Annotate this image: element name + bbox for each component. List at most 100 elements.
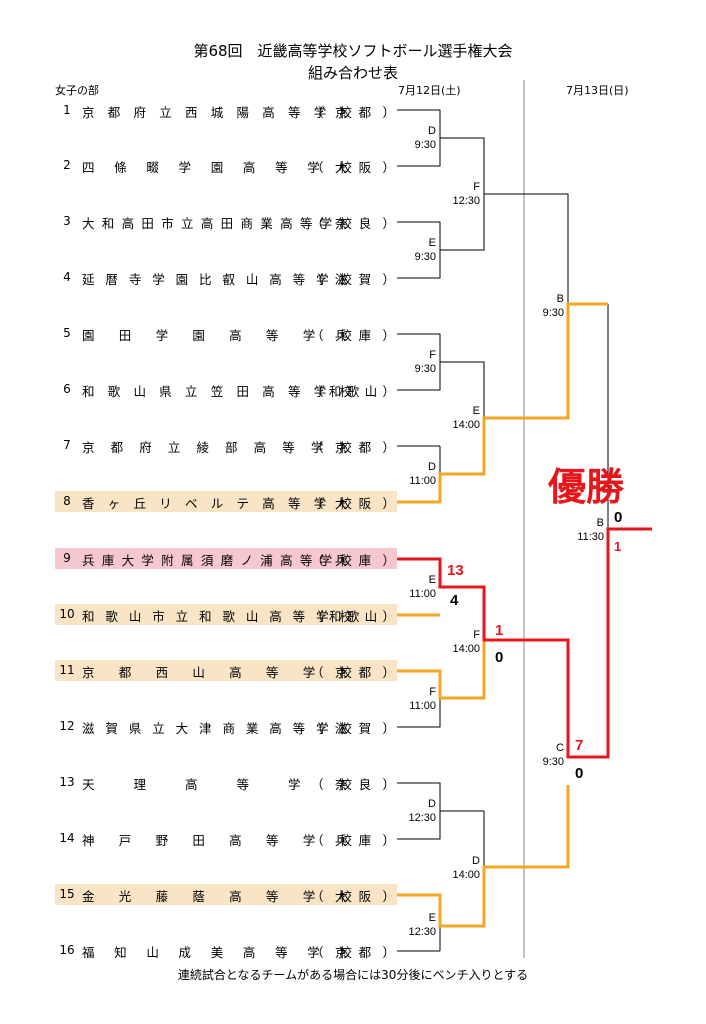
match-court: F — [429, 349, 436, 361]
day2-label: 7月13日(日) — [566, 84, 629, 97]
score: 0 — [575, 765, 583, 782]
team-number: 2 — [63, 158, 71, 172]
team-name: 京都府立綾部高等学校 — [82, 440, 352, 455]
team-name: 四條畷学園高等学校 — [82, 160, 352, 175]
team-number: 10 — [59, 607, 75, 621]
advance-lines — [397, 302, 608, 928]
team-prefecture: （兵庫） — [311, 833, 395, 848]
team-row: 3 大和高田市立高田商業高等学校（奈良） — [55, 211, 397, 232]
team-name: 金光藤蔭高等学校 — [82, 889, 352, 904]
team-name: 兵庫大学附属須磨ノ浦高等学校 — [82, 553, 352, 568]
champion-label: 優勝 — [547, 465, 625, 509]
match-labels: D 9:30 E 9:30 F 9:30 D 11:00 E 11:00 F 1… — [408, 125, 604, 938]
match-time: 9:30 — [543, 307, 564, 319]
match-time: 9:30 — [415, 139, 436, 151]
day1-label: 7月12日(土) — [398, 84, 461, 97]
match-court: D — [428, 125, 436, 137]
match-court: B — [597, 517, 604, 529]
team-prefecture: （和歌山） — [311, 609, 395, 624]
team-name: 福知山成美高等学校 — [82, 945, 352, 960]
team-prefecture: （京都） — [311, 945, 395, 960]
team-name: 滋賀県立大津商業高等学校 — [82, 721, 352, 736]
division-label: 女子の部 — [55, 84, 99, 97]
team-prefecture: （奈良） — [311, 216, 395, 231]
score: 13 — [447, 562, 464, 579]
team-name: 神戸野田高等学校 — [82, 833, 352, 848]
footer-note: 連続試合となるチームがある場合には30分後にベンチ入りとする — [177, 968, 529, 982]
match-time: 12:30 — [452, 195, 480, 207]
team-row: 6 和歌山県立笠田高等学校（和歌山） — [55, 379, 397, 400]
team-prefecture: （大阪） — [311, 160, 395, 175]
team-number: 11 — [59, 663, 75, 677]
match-court: C — [556, 742, 564, 754]
team-prefecture: （京都） — [311, 665, 395, 680]
match-time: 14:00 — [452, 419, 480, 431]
match-time: 12:30 — [408, 812, 436, 824]
match-time: 11:00 — [409, 700, 436, 712]
team-number: 9 — [63, 551, 71, 565]
team-number: 4 — [63, 270, 71, 284]
team-name: 和歌山市立和歌山高等学校 — [82, 609, 352, 624]
team-row: 9 兵庫大学附属須磨ノ浦高等学校（兵庫） — [55, 548, 397, 569]
match-time: 14:00 — [452, 643, 480, 655]
team-row: 16 福知山成美高等学校（京都） — [55, 940, 397, 961]
score: 0 — [614, 509, 622, 526]
team-row: 14 神戸野田高等学校（兵庫） — [55, 828, 397, 849]
team-row: 2 四條畷学園高等学校（大阪） — [55, 155, 397, 176]
team-name: 香ヶ丘リベルテ高等学校 — [82, 496, 352, 511]
team-name: 京都西山高等学校 — [82, 665, 352, 680]
team-number: 6 — [63, 382, 71, 396]
match-time: 14:00 — [452, 869, 480, 881]
team-row: 12 滋賀県立大津商業高等学校（滋賀） — [55, 716, 397, 737]
team-prefecture: （京都） — [311, 105, 395, 120]
scores: 13 4 1 0 7 0 0 1 — [447, 509, 622, 782]
match-time: 9:30 — [415, 251, 436, 263]
match-court: F — [429, 686, 436, 698]
team-row: 11 京都西山高等学校（京都） — [55, 660, 397, 681]
match-court: D — [428, 461, 436, 473]
match-time: 11:00 — [409, 588, 436, 600]
team-prefecture: （兵庫） — [311, 553, 395, 568]
team-number: 5 — [63, 326, 71, 340]
team-name: 京都府立西城陽高等学校 — [82, 105, 352, 120]
team-name: 大和高田市立高田商業高等学校 — [82, 216, 352, 231]
team-row: 8 香ヶ丘リベルテ高等学校（大阪） — [55, 491, 397, 512]
team-prefecture: （大阪） — [311, 496, 395, 511]
match-court: E — [473, 405, 480, 417]
page-title: 第68回 近畿高等学校ソフトボール選手権大会 — [193, 42, 513, 60]
match-court: B — [557, 293, 564, 305]
team-number: 12 — [59, 719, 75, 733]
match-court: E — [429, 574, 436, 586]
team-row: 10 和歌山市立和歌山高等学校（和歌山） — [55, 604, 397, 625]
team-number: 13 — [59, 775, 75, 789]
team-prefecture: （滋賀） — [311, 721, 395, 736]
team-number: 7 — [63, 438, 71, 452]
match-court: F — [473, 629, 480, 641]
team-row: 1 京都府立西城陽高等学校（京都） — [55, 100, 397, 121]
team-number: 16 — [59, 943, 75, 957]
team-number: 14 — [59, 831, 75, 845]
team-name: 和歌山県立笠田高等学校 — [82, 384, 352, 399]
match-court: F — [473, 181, 480, 193]
team-number: 8 — [63, 494, 71, 508]
match-court: E — [429, 912, 436, 924]
team-prefecture: （滋賀） — [311, 272, 395, 287]
match-court: E — [429, 237, 436, 249]
score: 1 — [614, 539, 621, 554]
score: 7 — [575, 737, 583, 754]
team-number: 3 — [63, 214, 71, 228]
team-name: 園田学園高等学校 — [82, 328, 352, 343]
match-time: 12:30 — [408, 926, 436, 938]
page-subtitle: 組み合わせ表 — [307, 64, 398, 82]
team-prefecture: （和歌山） — [311, 384, 395, 399]
team-prefecture: （兵庫） — [311, 328, 395, 343]
winner-path — [397, 527, 652, 759]
team-number: 1 — [63, 103, 71, 117]
team-prefecture: （奈良） — [311, 777, 395, 792]
score: 1 — [495, 622, 503, 639]
match-time: 9:30 — [415, 363, 436, 375]
score: 4 — [450, 592, 459, 609]
team-name: 天理高等学校 — [82, 777, 352, 792]
